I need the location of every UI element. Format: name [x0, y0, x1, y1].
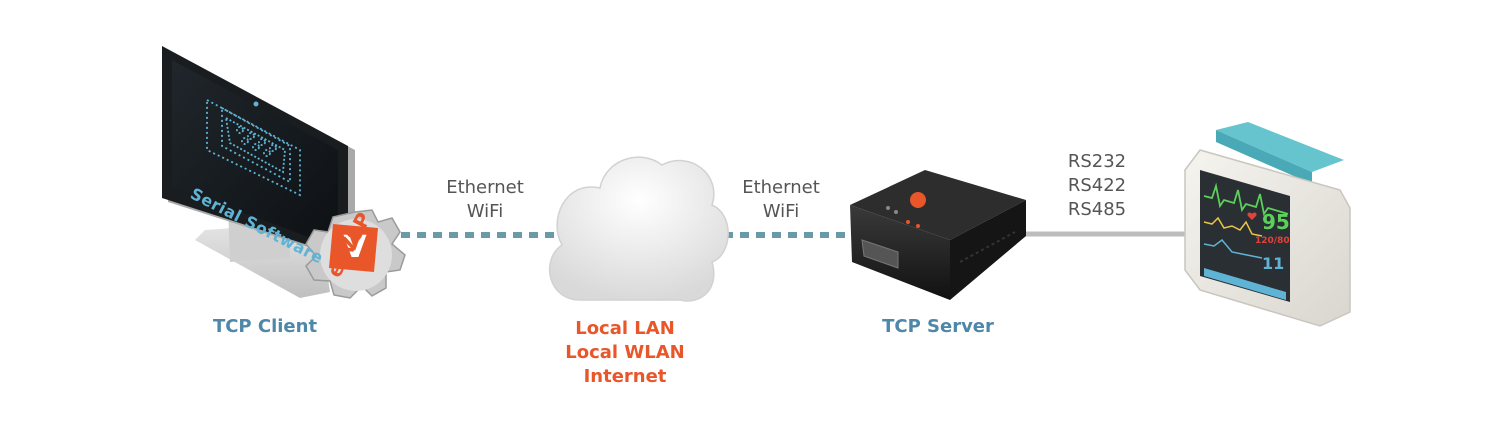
serial-line1: RS232	[1067, 151, 1127, 172]
link-right-label: Ethernet WiFi	[721, 176, 841, 224]
serial-line2: RS422	[1067, 175, 1127, 196]
serial-port-icon	[861, 239, 899, 269]
network-line1: Local LAN	[575, 318, 675, 339]
monitor-value-bottom: 11	[1262, 254, 1285, 273]
tcp-client-label: TCP Client	[205, 315, 325, 339]
ecg-waveform	[1203, 182, 1289, 217]
patient-monitor	[1184, 122, 1351, 327]
network-label: Local LAN Local WLAN Internet	[555, 317, 695, 389]
link-left-label: Ethernet WiFi	[425, 176, 545, 224]
link-left-line1: Ethernet	[446, 177, 524, 198]
link-left-line2: WiFi	[466, 201, 504, 222]
link-right-line2: WiFi	[762, 201, 800, 222]
monitor-value-mid: 120/80	[1255, 236, 1290, 246]
network-line2: Local WLAN	[565, 342, 685, 363]
heart-icon	[1247, 212, 1257, 220]
ezvsp-gear-icon	[305, 209, 406, 299]
link-right-line1: Ethernet	[742, 177, 820, 198]
serial-line3: RS485	[1067, 199, 1127, 220]
device-server-box	[850, 170, 1026, 300]
monitor-value-top: 95	[1262, 210, 1290, 234]
cloud-icon	[548, 156, 729, 302]
db9-connector-icon	[224, 116, 286, 174]
ezvsp-badge-letter: V	[343, 230, 367, 265]
tcp-client-label-text: TCP Client	[212, 316, 318, 337]
serial-label: RS232 RS422 RS485	[1052, 150, 1142, 222]
tcp-server-label-text: TCP Server	[882, 316, 994, 337]
computer-monitor	[162, 46, 355, 298]
tcp-server-label: TCP Server	[873, 315, 1003, 339]
network-line3: Internet	[583, 366, 667, 387]
